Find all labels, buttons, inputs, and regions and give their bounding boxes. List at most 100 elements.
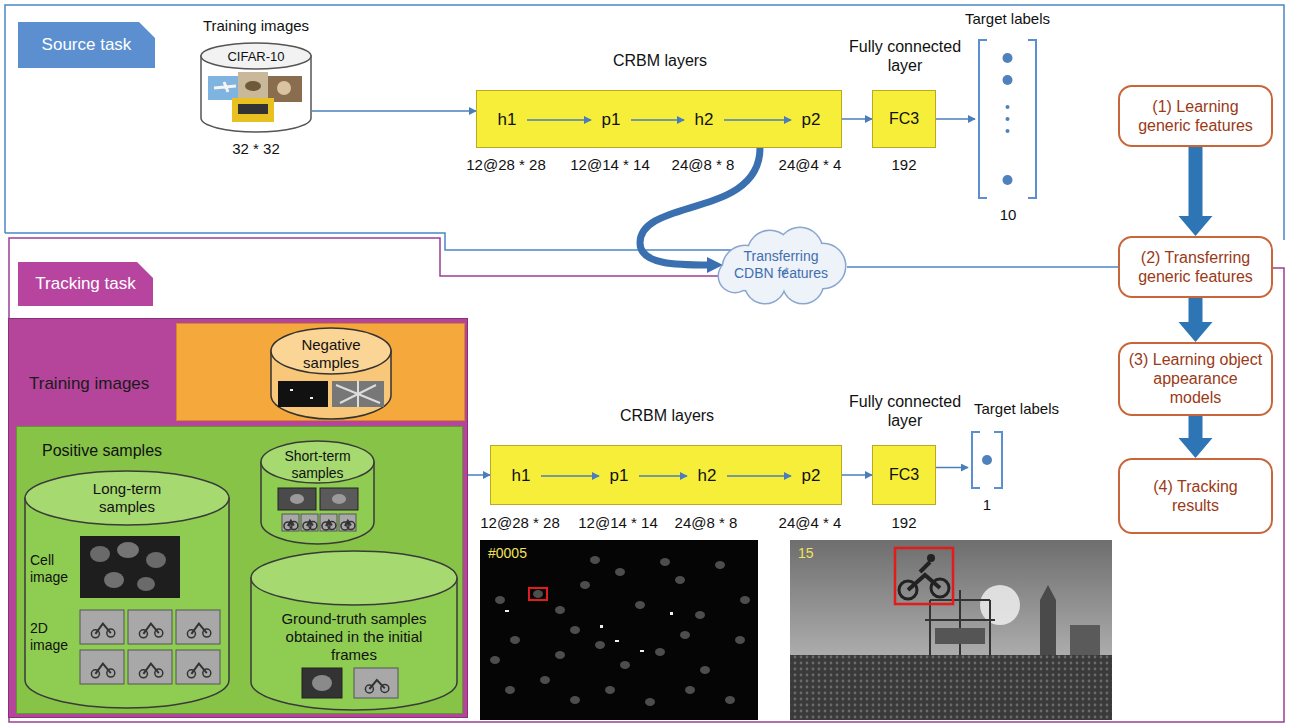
node-text: Target labels [974,400,1084,418]
dataset-cylinder: Training imagesCIFAR-10 [200,42,312,132]
dimension-label: 12@14 * 14 [550,156,670,174]
node-text: p2 [802,466,821,486]
node-text: CRBM layers [477,51,843,70]
connector-arrow [724,119,791,121]
text-slot: Long-term samples [77,480,177,516]
node-text: h2 [698,466,717,486]
source-outline [5,233,733,250]
connector-arrow [527,119,591,121]
dimension-label: 1 [927,496,1047,514]
layer-fill [490,445,842,505]
layer-group: CRBM layersh1p1h2p2 [490,445,842,505]
label-slot: 12@28 * 28 [460,514,580,532]
node-text: CRBM layers [491,406,843,425]
source-outline [5,5,1284,240]
connector-arrow [1179,147,1213,236]
node-text: Ground-truth samples obtained in the ini… [269,610,439,664]
node-text: Short-term samples [272,448,363,482]
label-slot: 12@14 * 14 [550,156,670,174]
connector-arrow [468,474,490,476]
text-slot: Cell image [30,552,76,586]
text-slot: Positive samples [42,441,202,460]
dimension-label: 32 * 32 [196,140,316,158]
connector-arrow [842,118,872,120]
dimension-label: 24@4 * 4 [750,156,870,174]
label-slot: 12@14 * 14 [558,514,678,532]
sample-cylinder: Long-term samplesCell image 2D image [24,470,230,708]
connector-arrow [842,474,872,476]
node-text: FC3 [889,465,919,484]
bracket-shape [968,430,1006,490]
connector-arrow [727,475,791,477]
frame-number: #0005 [488,545,527,562]
text-slot: Ground-truth samples obtained in the ini… [269,610,439,664]
label-slot: 32 * 32 [196,140,316,158]
node-text: p1 [610,466,629,486]
node-text: Cell image [30,552,76,586]
node-text: Transferring CDBN features [729,248,833,282]
text-slot: 2D image [30,620,76,654]
layer-box: p1 [599,457,639,495]
label-slot: 10 [948,206,1068,224]
layer-box: h2 [684,101,724,139]
node-text: h1 [498,110,517,130]
connector-arrow [936,118,975,120]
dimension-label: 24@8 * 8 [646,514,766,532]
dimension-label: 12@14 * 14 [558,514,678,532]
label-slot: 12@28 * 28 [446,156,566,174]
layer-box: h1 [501,457,541,495]
text-slot: Transferring CDBN features [729,248,833,282]
node-text: p1 [602,110,621,130]
layer-group: CRBM layersh1p1h2p2 [476,90,842,148]
node-text: p2 [802,110,821,130]
connector-arrow [312,110,476,112]
motocross-frame [790,540,1112,720]
node-text: 2D image [30,620,76,654]
layer-box: p1 [591,101,631,139]
layer-box: p2 [791,457,831,495]
connector-arrow [847,266,1118,268]
node-text: Positive samples [42,441,202,460]
node-text: (2) Transferring generic features [1128,248,1263,286]
fc-layer: Fully connected layerFC3 [872,445,936,505]
node-text: (1) Learning generic features [1128,97,1263,135]
text-slot: CRBM layers [477,51,843,70]
text-slot: Short-term samples [272,448,363,482]
transfer-cloud: Transferring CDBN features [715,228,847,302]
layer-fill [476,90,842,148]
connector-arrow [639,475,687,477]
connector-arrow [1179,416,1213,458]
text-slot: Fully connected layer [840,37,970,75]
node-text: (3) Learning object appearance models [1128,350,1263,408]
label-slot: 24@4 * 4 [750,514,870,532]
text-slot: Target labels [974,400,1084,418]
dimension-label: 10 [948,206,1068,224]
node-text: Long-term samples [77,480,177,516]
label-slot: 24@4 * 4 [750,156,870,174]
node-text: Training images [180,17,332,35]
node-text: h2 [695,110,714,130]
text-slot: CRBM layers [491,406,843,425]
node-text: CIFAR-10 [216,49,296,65]
text-slot: Training images [29,374,179,394]
connector-arrow [541,475,599,477]
node-text: Negative samples [285,336,377,372]
output-vector: Target labels [968,430,1006,490]
label-slot: 24@8 * 8 [643,156,763,174]
node-text: Training images [29,374,179,394]
task-tab: Source task [18,22,155,68]
connector-arrow [936,467,968,469]
fc-layer: Fully connected layerFC3 [872,90,936,148]
dimension-label: 24@4 * 4 [750,514,870,532]
task-tab: Tracking task [18,262,153,306]
negative-panel: Negative samples [176,323,465,421]
label-slot: #0005 [488,545,527,562]
sample-cylinder: Ground-truth samples obtained in the ini… [250,550,458,710]
step-box: (2) Transferring generic features [1118,236,1273,298]
connector-arrow [631,119,684,121]
positive-panel: Positive samplesLong-term samplesCell im… [16,426,463,714]
training-panel: Training images Negative samplesPositive … [8,318,468,718]
label-slot: 192 [844,156,964,174]
node-text: h1 [512,466,531,486]
